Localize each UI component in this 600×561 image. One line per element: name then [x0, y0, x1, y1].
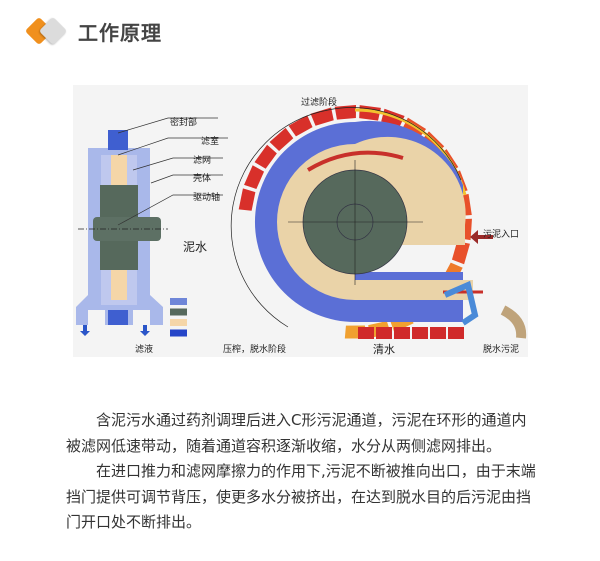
label-clear-water: 清水: [373, 343, 395, 356]
ring-segment: [412, 327, 428, 339]
paragraph-2: 在进口推力和滤网摩擦力的作用下,污泥不断被推向出口，由于末端挡门提供可调节背压，…: [66, 462, 536, 531]
ring-segment: [430, 327, 446, 339]
color-legend: [170, 298, 187, 337]
label-filter-stage: 过滤阶段: [301, 96, 337, 108]
diamond-logo-icon: [24, 16, 70, 46]
label-filter-chamber: 滤室: [201, 135, 219, 147]
ring-segment: [310, 107, 334, 126]
working-principle-diagram: 密封部 滤室 滤网 壳体 驱动轴 泥水 滤液 过滤阶段 污泥入口 压榨，脱水阶段…: [73, 85, 528, 357]
label-muddy-water: 泥水: [183, 240, 207, 254]
legend-swatch: [170, 298, 187, 305]
ring-segment: [376, 327, 392, 339]
legend-swatch: [170, 319, 187, 326]
section-header: 工作原理: [24, 14, 162, 48]
cross-section-view: [76, 117, 228, 336]
ring-segment: [394, 327, 410, 339]
ring-segment: [448, 327, 464, 339]
ring-segment: [244, 165, 265, 190]
label-shell: 壳体: [193, 172, 211, 184]
label-dewatered-sludge: 脱水污泥: [483, 343, 519, 355]
ring-segment: [451, 241, 470, 265]
c-channel-view: [230, 105, 527, 339]
ring-segment: [254, 144, 277, 169]
legend-swatch: [170, 308, 187, 316]
label-filter-mesh: 滤网: [193, 154, 211, 166]
label-seal: 密封部: [170, 116, 197, 128]
ring-segment: [238, 188, 256, 211]
label-sludge-inlet: 污泥入口: [483, 228, 519, 240]
paragraph-1: 含泥污水通过药剂调理后进入C形污泥通道，污泥在环形的通道内被滤网低速带动，随着通…: [66, 411, 527, 455]
ring-segment: [334, 105, 357, 120]
page-title: 工作原理: [78, 20, 162, 45]
label-filtrate: 滤液: [135, 343, 153, 355]
ring-segment: [288, 115, 313, 137]
label-press-stage: 压榨，脱水阶段: [223, 343, 286, 355]
legend-swatch: [170, 329, 187, 337]
ring-segment: [269, 127, 294, 151]
label-drive-shaft: 驱动轴: [193, 191, 220, 203]
ring-segment: [358, 327, 374, 339]
